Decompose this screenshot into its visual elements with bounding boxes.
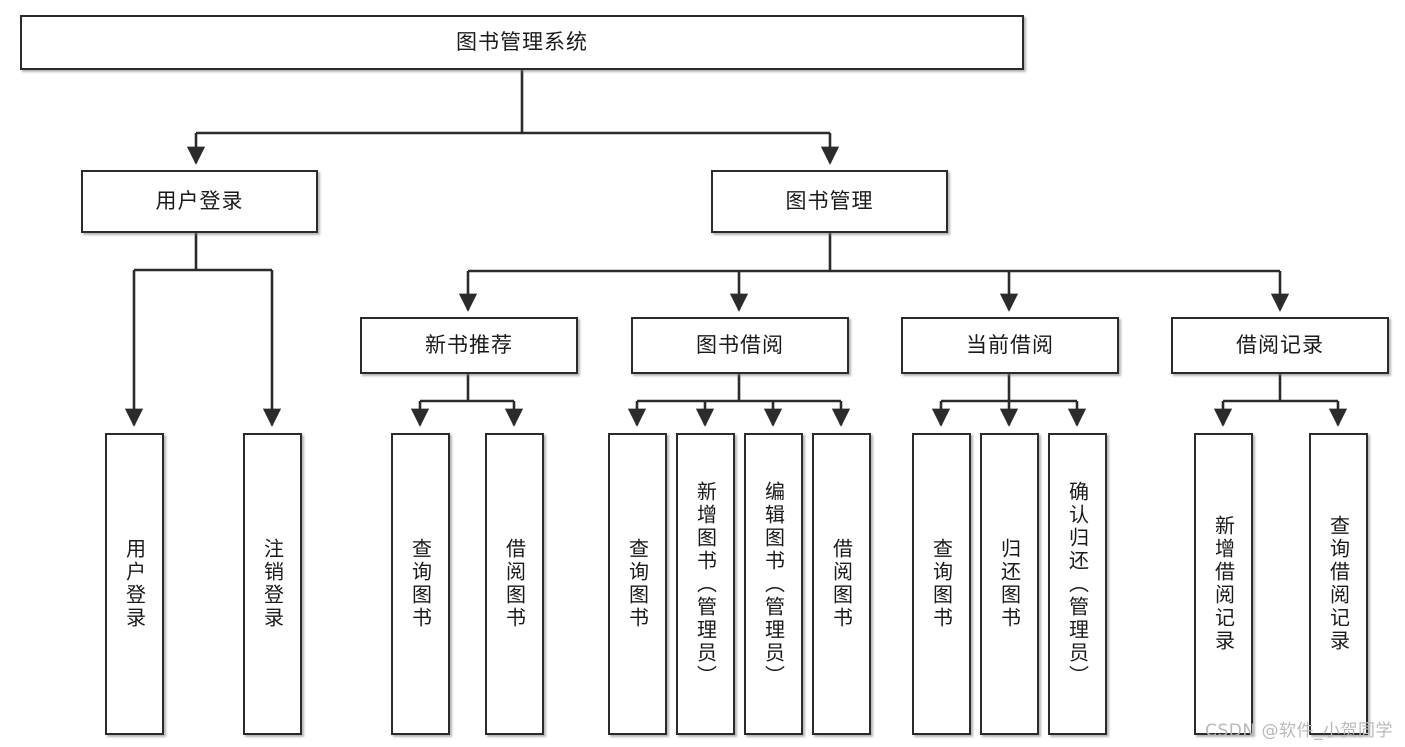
- node-label: 用户登录: [122, 538, 147, 630]
- node-leaf-add-record[interactable]: 新增借阅记录: [1194, 433, 1253, 735]
- node-label: 当前借阅: [966, 332, 1054, 357]
- node-label: 图书管理系统: [456, 29, 588, 54]
- node-label: 查询图书: [408, 538, 433, 630]
- node-leaf-add-book[interactable]: 新增图书（管理员）: [676, 433, 735, 735]
- node-book-management-system[interactable]: 图书管理系统: [20, 15, 1024, 70]
- node-leaf-borrow-book-1[interactable]: 借阅图书: [485, 433, 544, 735]
- node-label: 用户登录: [155, 188, 244, 213]
- node-leaf-query-book-2[interactable]: 查询图书: [608, 433, 667, 735]
- node-label: 编辑图书（管理员）: [761, 480, 786, 688]
- node-leaf-query-record[interactable]: 查询借阅记录: [1309, 433, 1368, 735]
- node-leaf-edit-book[interactable]: 编辑图书（管理员）: [744, 433, 803, 735]
- node-user-login[interactable]: 用户登录: [81, 170, 318, 233]
- node-label: 图书借阅: [696, 332, 784, 357]
- node-label: 借阅图书: [502, 538, 527, 630]
- node-label: 确认归还（管理员）: [1065, 480, 1090, 688]
- node-label: 图书管理: [785, 188, 874, 213]
- node-current-borrow[interactable]: 当前借阅: [901, 317, 1119, 374]
- node-label: 查询图书: [929, 538, 954, 630]
- node-label: 查询图书: [625, 538, 650, 630]
- node-label: 新增图书（管理员）: [693, 480, 718, 688]
- node-label: 借阅图书: [829, 538, 854, 630]
- node-leaf-query-book-3[interactable]: 查询图书: [912, 433, 971, 735]
- node-leaf-user-login[interactable]: 用户登录: [105, 433, 164, 735]
- node-label: 归还图书: [997, 538, 1022, 630]
- node-label: 注销登录: [260, 538, 285, 630]
- node-book-borrow[interactable]: 图书借阅: [631, 317, 849, 374]
- node-label: 查询借阅记录: [1326, 515, 1351, 653]
- node-leaf-borrow-book-2[interactable]: 借阅图书: [812, 433, 871, 735]
- node-leaf-query-book-1[interactable]: 查询图书: [391, 433, 450, 735]
- node-new-book-recommend[interactable]: 新书推荐: [360, 317, 578, 374]
- node-leaf-logout-login[interactable]: 注销登录: [243, 433, 302, 735]
- node-label: 新书推荐: [425, 332, 513, 357]
- node-leaf-confirm-return[interactable]: 确认归还（管理员）: [1048, 433, 1107, 735]
- node-borrow-record[interactable]: 借阅记录: [1171, 317, 1389, 374]
- node-book-management[interactable]: 图书管理: [711, 170, 948, 233]
- node-leaf-return-book[interactable]: 归还图书: [980, 433, 1039, 735]
- node-label: 新增借阅记录: [1211, 515, 1236, 653]
- node-label: 借阅记录: [1236, 332, 1324, 357]
